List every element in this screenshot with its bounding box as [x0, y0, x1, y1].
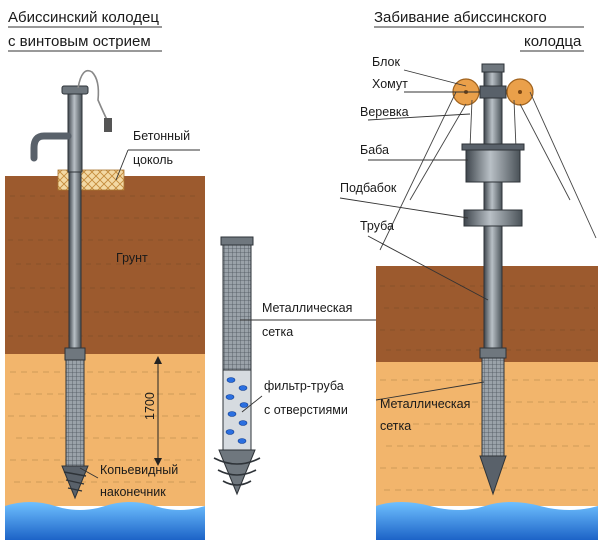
filter-screw-thread [213, 457, 261, 486]
filter-pipe-detail: Металлическая сетка фильтр-труба с отвер… [213, 236, 376, 496]
left-water-layer [5, 502, 205, 540]
anvil-collar [463, 209, 523, 227]
block-label: Блок [372, 55, 400, 69]
filter-holes-label-line1: фильтр-труба [264, 379, 344, 393]
right-mesh-leader [375, 381, 485, 401]
pump-handle-grip [104, 118, 112, 132]
concrete-label-line2: цоколь [133, 153, 173, 167]
filter-holes [225, 377, 249, 444]
pulley-right-axle [518, 90, 522, 94]
depth-label: 1700 [143, 392, 157, 420]
left-sand-layer [5, 354, 205, 506]
right-coupling [479, 347, 507, 359]
pump-cap [61, 85, 89, 95]
block-leader [403, 69, 467, 87]
filter-mesh-label-line2: сетка [262, 325, 293, 339]
filter-mesh-section [222, 244, 252, 371]
driving-pipe [483, 67, 503, 349]
tip-label-line1: Копьевидный [100, 463, 178, 477]
driving-pipe-cap [481, 63, 505, 73]
left-soil-texture [8, 195, 200, 337]
filter-mesh-label-line1: Металлическая [262, 301, 352, 315]
left-title-line2: с винтовым острием [8, 33, 151, 50]
ram-ring [461, 143, 525, 151]
ram-label: Баба [360, 143, 389, 157]
left-screw-thread [63, 471, 87, 492]
rope-label: Веревка [360, 105, 409, 119]
right-scene: Забивание абиссинского колодца Блок Хому… [339, 9, 598, 540]
right-title-line2: колодца [524, 33, 582, 50]
tip-label-line2: наконечник [100, 485, 166, 499]
left-well-pipe [68, 171, 82, 351]
filter-holes-leader [241, 395, 263, 413]
right-title-line1: Забивание абиссинского [374, 9, 547, 26]
tip-leader [79, 467, 99, 479]
concrete-label-line1: Бетонный [133, 129, 190, 143]
right-mesh-label-line2: сетка [380, 419, 411, 433]
filter-screw-tip [218, 449, 256, 496]
pump-body [67, 91, 83, 173]
filter-holes-label-line2: с отверстиями [264, 403, 348, 417]
anvil-label: Подбабок [340, 181, 397, 195]
left-sand-texture [8, 371, 200, 483]
left-title-line1: Абиссинский колодец [8, 9, 159, 26]
left-scene: Абиссинский колодец с винтовым острием Б… [5, 9, 205, 540]
clamp [479, 85, 507, 99]
filter-top-cap [220, 236, 254, 246]
right-mesh-label-line1: Металлическая [380, 397, 470, 411]
pipe-label: Труба [360, 219, 394, 233]
rope-leader [367, 113, 471, 121]
ram-weight [465, 147, 521, 183]
right-spear-tip [479, 455, 507, 496]
right-filter-mesh [481, 357, 505, 457]
right-water-layer [376, 502, 598, 540]
pump-spout [30, 132, 72, 162]
depth-arrow-top [154, 356, 162, 364]
left-soil-layer [5, 176, 205, 354]
anvil-leader [339, 197, 469, 219]
left-coupling [64, 347, 86, 361]
clamp-label: Хомут [372, 77, 408, 91]
left-filter-mesh [65, 359, 85, 467]
pump-handle [77, 69, 111, 127]
soil-label: Грунт [116, 251, 148, 265]
concrete-leader [115, 149, 129, 181]
concrete-base [57, 169, 125, 191]
ropes [379, 91, 597, 251]
depth-arrow-bottom [154, 458, 162, 466]
pipe-leader [367, 235, 489, 301]
filter-perforated-section [222, 369, 252, 451]
